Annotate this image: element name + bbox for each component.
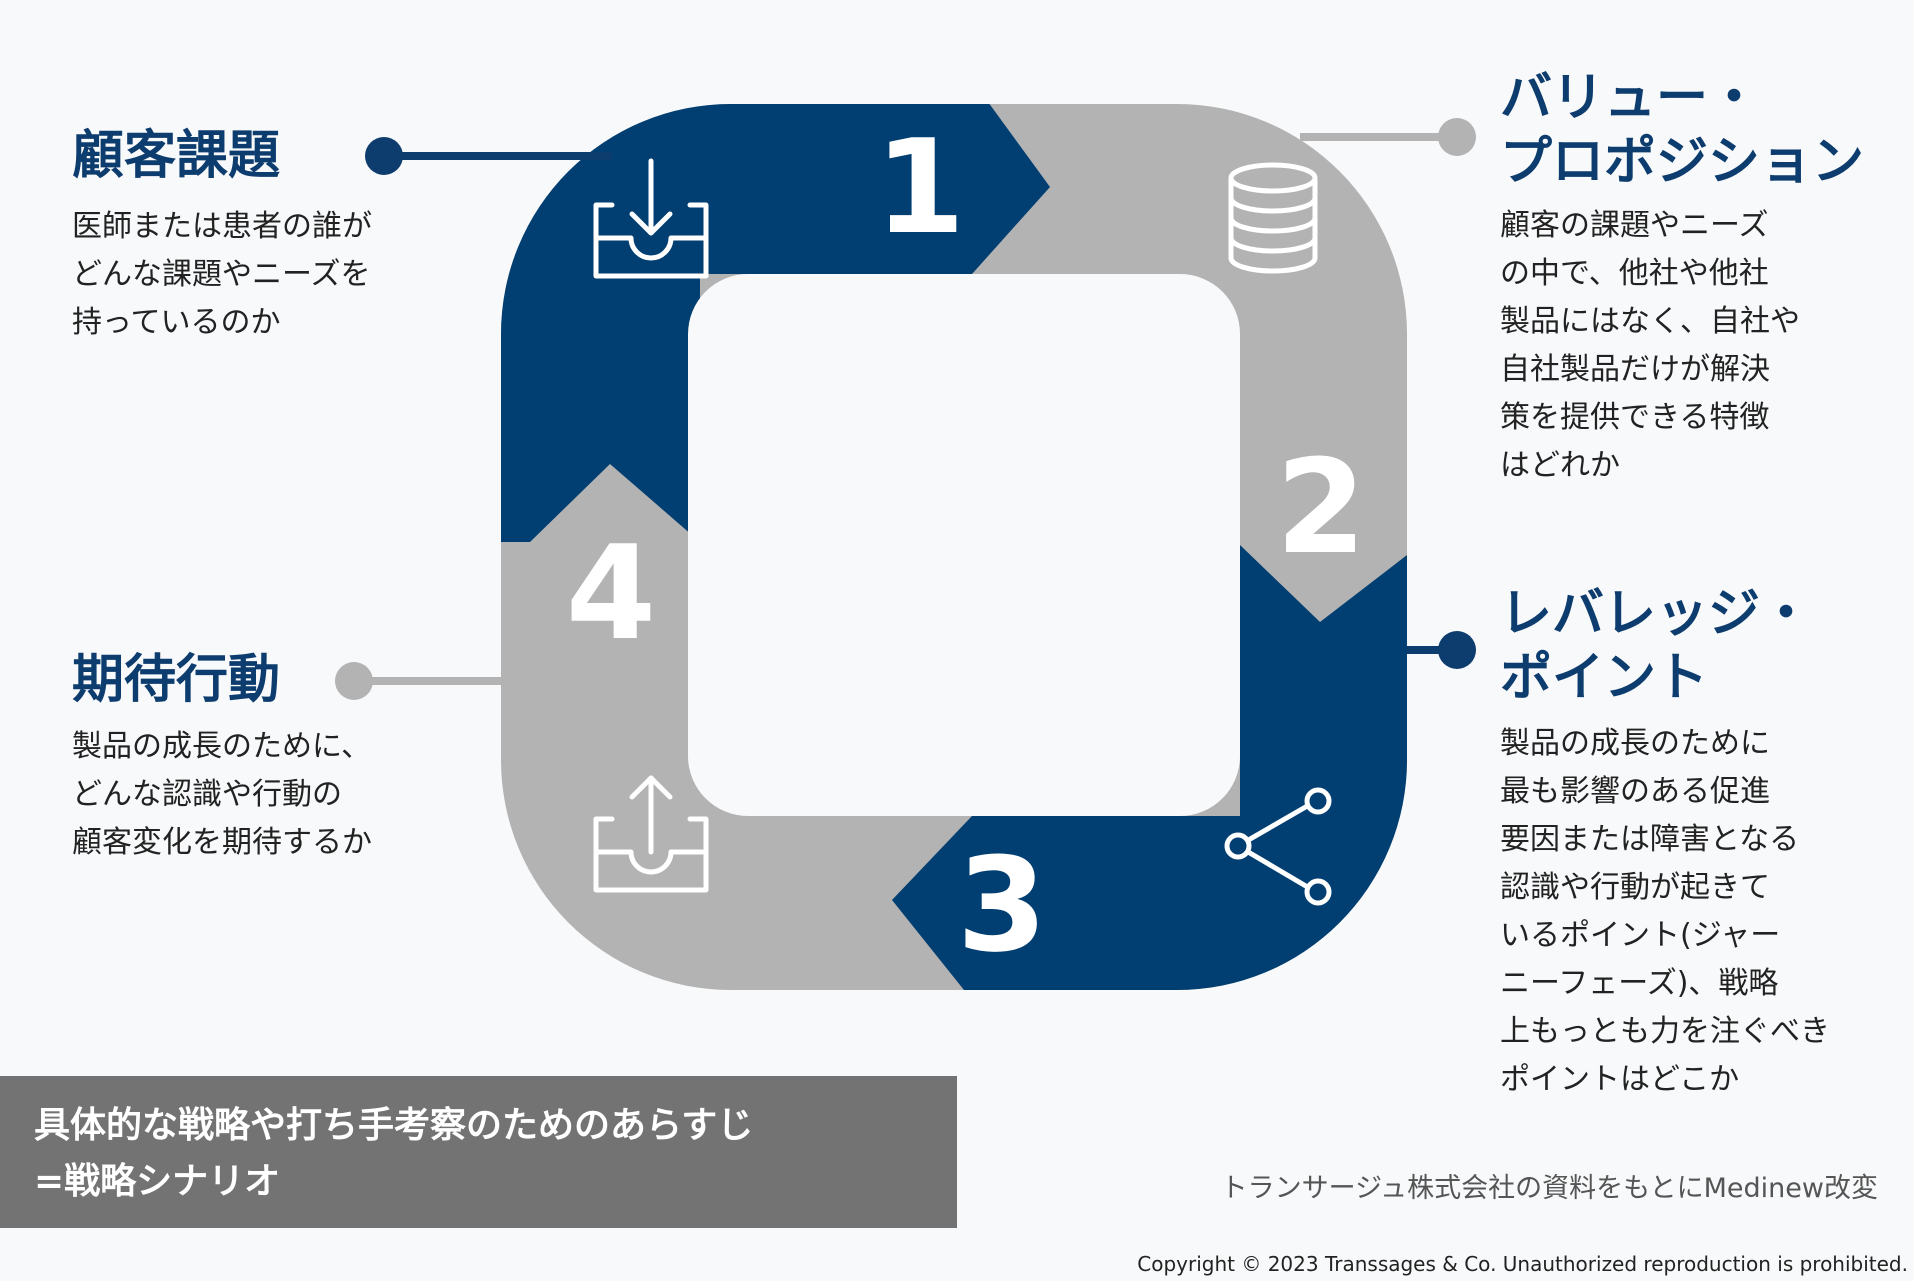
step-2-description: 顧客の課題やニーズ の中で、他社や他社 製品にはなく、自社や 自社製品だけが解決… <box>1500 208 1800 483</box>
connector-dot-3 <box>1438 631 1476 669</box>
step-number-1: 1 <box>875 111 965 263</box>
segment-3-navy <box>892 545 1407 990</box>
step-number-3: 3 <box>957 829 1047 981</box>
step-1-description: 医師または患者の誰が どんな課題やニーズを 持っているのか <box>72 209 372 340</box>
step-number-2: 2 <box>1276 431 1366 583</box>
connector-dot-2 <box>1438 118 1476 156</box>
connector-dot-1 <box>365 137 403 175</box>
inbox-upload-icon <box>593 775 709 893</box>
step-3-title: レバレッジ・ ポイント <box>1500 584 1813 708</box>
copyright-notice: Copyright © 2023 Transsages & Co. Unauth… <box>1137 1252 1908 1276</box>
step-1-title: 顧客課題 <box>72 126 281 186</box>
source-note: トランサージュ株式会社の資料をもとにMedinew改変 <box>1220 1173 1878 1204</box>
inbox-download-icon <box>593 158 709 279</box>
share-icon <box>1224 787 1332 906</box>
step-2-title: バリュー・ プロポジション <box>1500 68 1865 192</box>
step-3-description: 製品の成長のために 最も影響のある促進 要因または障害となる 認識や行動が起きて… <box>1500 726 1830 1097</box>
segment-1-navy <box>501 104 1050 542</box>
connector-dot-4 <box>335 662 373 700</box>
strategy-scenario-banner: 具体的な戦略や打ち手考察のためのあらすじ =戦略シナリオ <box>0 1076 957 1228</box>
step-4-description: 製品の成長のために、 どんな認識や行動の 顧客変化を期待するか <box>72 729 372 860</box>
step-number-4: 4 <box>566 517 656 669</box>
step-4-title: 期待行動 <box>72 650 281 710</box>
database-icon <box>1228 162 1318 274</box>
